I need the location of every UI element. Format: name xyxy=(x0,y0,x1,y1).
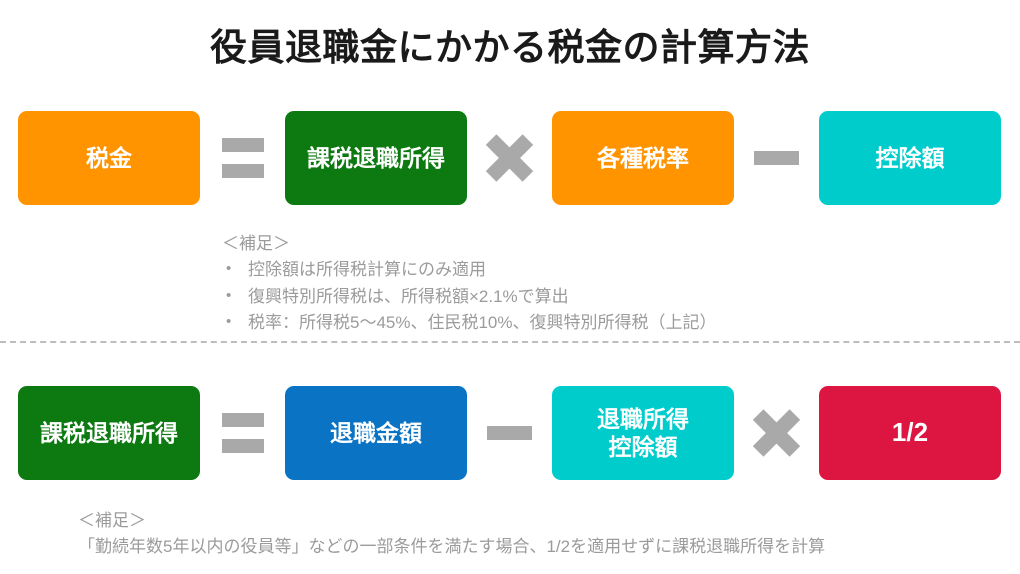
multiply-icon xyxy=(752,409,801,457)
section-divider xyxy=(0,341,1020,343)
note-upper-bullet-2: 復興特別所得税は、所得税額×2.1%で算出 xyxy=(222,284,717,310)
operator-slot-1-minus xyxy=(734,151,819,165)
multiply-icon xyxy=(485,134,534,182)
box-tax-rates: 各種税率 xyxy=(552,111,734,205)
box-retirement-income-deduction-line1: 退職所得 xyxy=(597,405,689,432)
box-one-half-factor: 1/2 xyxy=(819,386,1001,480)
box-taxable-retirement-income: 課税退職所得 xyxy=(285,111,467,205)
minus-icon xyxy=(487,426,532,440)
box-taxable-retirement-income-2: 課税退職所得 xyxy=(18,386,200,480)
equals-icon xyxy=(221,413,264,453)
note-upper-bullet-list: 控除額は所得税計算にのみ適用 復興特別所得税は、所得税額×2.1%で算出 税率：… xyxy=(222,257,717,336)
note-upper-bullet-1: 控除額は所得税計算にのみ適用 xyxy=(222,257,717,283)
note-lower-text: 「勤続年数5年以内の役員等」などの一部条件を満たす場合、1/2を適用せずに課税退… xyxy=(78,537,826,557)
equation-row-tax: 税金 課税退職所得 各種税率 控除額 xyxy=(0,111,1020,205)
minus-icon xyxy=(754,151,799,165)
supplementary-note-upper: ＜補足＞ 控除額は所得税計算にのみ適用 復興特別所得税は、所得税額×2.1%で算… xyxy=(222,231,717,336)
equals-icon xyxy=(221,138,264,178)
box-retirement-income-deduction-line2: 控除額 xyxy=(608,434,678,460)
operator-slot-1-equals xyxy=(200,138,285,178)
note-lower-heading: ＜補足＞ xyxy=(78,511,146,530)
note-upper-bullet-3: 税率：所得税5〜45%、住民税10%、復興特別所得税（上記） xyxy=(222,310,717,336)
supplementary-note-lower: ＜補足＞ 「勤続年数5年以内の役員等」などの一部条件を満たす場合、1/2を適用せ… xyxy=(78,508,825,561)
box-retirement-income-deduction: 退職所得 控除額 xyxy=(552,386,734,480)
note-upper-heading: ＜補足＞ xyxy=(222,234,290,253)
operator-slot-1-times xyxy=(467,134,552,182)
box-deduction-amount: 控除額 xyxy=(819,111,1001,205)
operator-slot-2-minus xyxy=(467,426,552,440)
box-retirement-payment: 退職金額 xyxy=(285,386,467,480)
page-title: 役員退職金にかかる税金の計算方法 xyxy=(210,27,810,68)
operator-slot-2-times xyxy=(734,409,819,457)
equation-row-taxable-income: 課税退職所得 退職金額 退職所得 控除額 1/2 xyxy=(0,386,1020,480)
box-tax-total: 税金 xyxy=(18,111,200,205)
operator-slot-2-equals xyxy=(200,413,285,453)
